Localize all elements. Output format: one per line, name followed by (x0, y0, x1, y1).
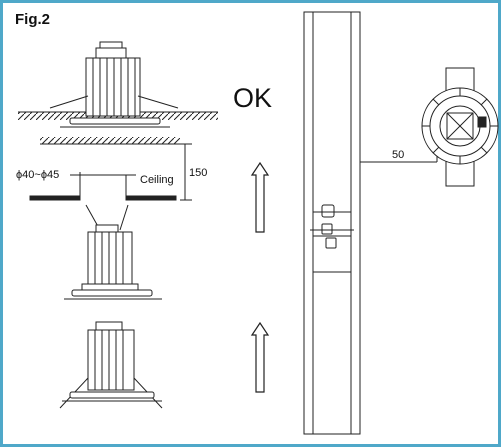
fixture-installed (18, 41, 218, 128)
height-dimension: 150 (189, 167, 207, 179)
fixture-inserting (64, 204, 162, 300)
diameter-label: ϕ40~ϕ45 (16, 169, 59, 181)
ceiling-cutout (29, 137, 192, 201)
fixture-top-view (421, 67, 499, 187)
figure-label: Fig.2 (15, 11, 51, 28)
fixture-springs-open (59, 321, 163, 409)
mounting-plate (303, 11, 361, 435)
distance-dimension: 50 (392, 149, 404, 161)
ok-label: OK (233, 83, 272, 113)
arrow-up-bottom (250, 321, 270, 393)
arrow-up-top (250, 161, 270, 233)
ceiling-label: Ceiling (140, 174, 174, 186)
